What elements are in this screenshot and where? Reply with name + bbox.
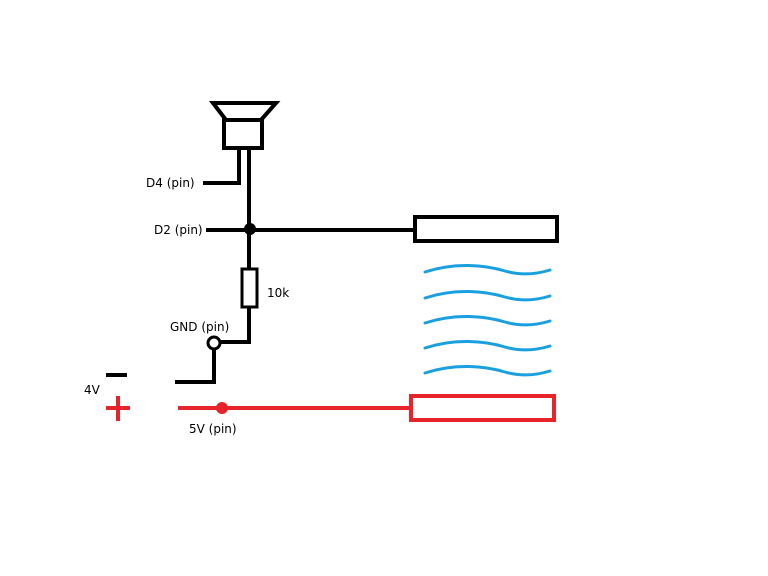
wire-d4 [203,148,241,185]
water-wave [423,264,552,276]
label-battery-voltage: 4V [84,383,101,397]
label-five-v: 5V (pin) [189,422,237,436]
sensor-plate-bottom [409,394,556,422]
speaker-icon [208,101,281,150]
gnd-pin [206,335,222,351]
wire-resistor-to-gnd [221,307,251,344]
label-gnd: GND (pin) [170,320,229,334]
label-d4: D4 (pin) [146,176,195,190]
water-wave [423,290,552,302]
five-v-pin [216,402,228,414]
resistor-symbol [240,267,259,309]
battery-plus-symbol [106,396,130,421]
water-wave [423,315,552,327]
label-d2: D2 (pin) [154,223,203,237]
sensor-plate-top [413,215,559,243]
label-resistor: 10k [267,286,289,300]
water-wave [423,340,552,352]
water-wave [423,365,552,377]
water-wave-icon [423,264,552,377]
wire-gnd-to-battery [175,349,216,384]
